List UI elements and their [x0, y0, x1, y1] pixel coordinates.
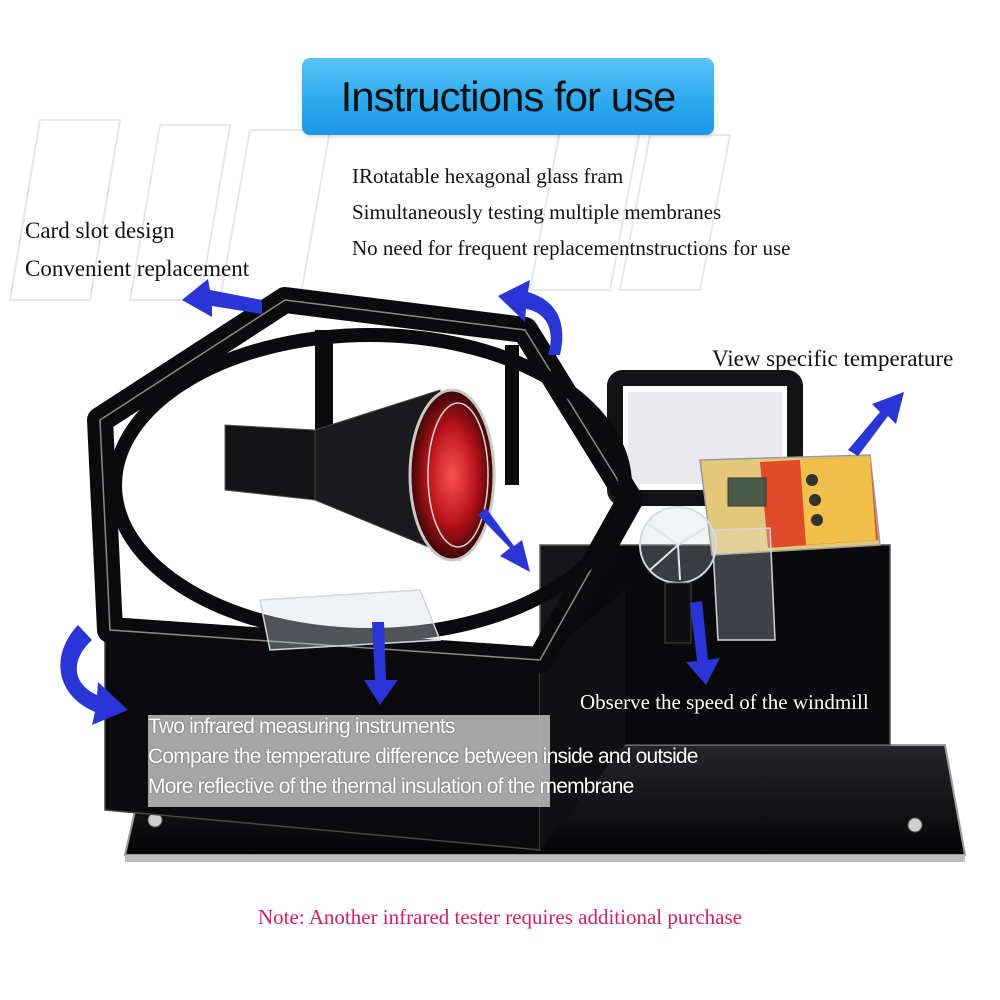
purchase-note: Note: Another infrared tester requires a…: [258, 905, 742, 929]
temperature-display: [699, 454, 881, 641]
infrared-label-1: Two infrared measuring instruments: [148, 715, 455, 738]
arrow-icon: [60, 279, 904, 725]
infrared-lamp: [224, 388, 496, 651]
temperature-label: View specific temperature: [712, 346, 954, 371]
card-slot-label-1: Card slot design: [25, 218, 175, 243]
title-banner: Instructions for use: [302, 58, 714, 135]
hexagonal-label-2: Simultaneously testing multiple membrane…: [352, 200, 722, 224]
card-slot-label-2: Convenient replacement: [25, 256, 250, 281]
windmill: [639, 506, 717, 644]
page-title: Instructions for use: [340, 73, 677, 120]
hexagonal-label-1: IRotatable hexagonal glass fram: [352, 164, 624, 188]
infrared-label-2: Compare the temperature difference betwe…: [148, 745, 699, 768]
windmill-label: Observe the speed of the windmill: [580, 690, 869, 714]
infrared-label-3: More reflective of the thermal insulatio…: [148, 775, 634, 798]
infrared-callout-box: [148, 715, 550, 807]
hexagonal-label-3: No need for frequent replacementnstructi…: [352, 236, 791, 260]
